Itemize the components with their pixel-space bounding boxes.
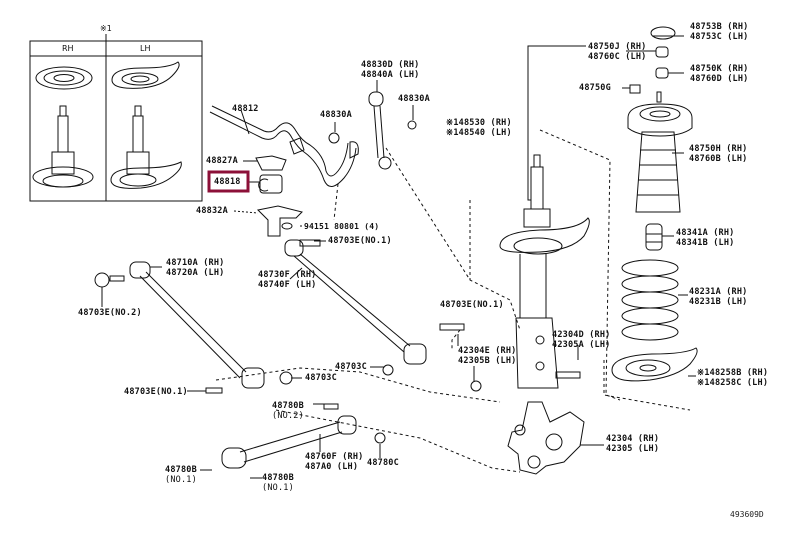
diagram-code: 493609D	[730, 510, 764, 519]
part-label-48753b[interactable]: 48753B (RH) 48753C (LH)	[690, 22, 749, 42]
inset-table	[29, 34, 203, 202]
inset-column-lh: LH	[140, 44, 151, 53]
part-label-48710a[interactable]: 48710A (RH) 48720A (LH)	[166, 258, 225, 278]
label-line: 48231A (RH)	[689, 287, 748, 297]
label-line: 42305B (LH)	[458, 356, 517, 366]
part-label-48231a[interactable]: 48231A (RH) 48231B (LH)	[689, 287, 748, 307]
part-label-48750k[interactable]: 48750K (RH) 48760D (LH)	[690, 64, 749, 84]
label-line: 48780B	[262, 473, 294, 483]
upper-mount-stack	[627, 26, 693, 251]
part-label-48760f[interactable]: 48760F (RH) 487A0 (LH)	[305, 452, 364, 472]
leader-lines	[101, 35, 696, 479]
part-label-48750g[interactable]: 48750G	[579, 83, 611, 93]
highlight-frame-48818	[207, 170, 250, 193]
steering-knuckle	[507, 401, 585, 475]
label-line: ※148258C (LH)	[697, 378, 769, 388]
label-line: (NO.1)	[262, 483, 294, 493]
label-line: 48341B (LH)	[676, 238, 735, 248]
label-line: 48840A (LH)	[361, 70, 420, 80]
label-line: 48720A (LH)	[166, 268, 225, 278]
label-line: (NO.2)	[272, 411, 304, 421]
label-line: 48760B (LH)	[689, 154, 748, 164]
label-line: ※148258B (RH)	[697, 368, 769, 378]
part-label-48703e-no2[interactable]: 48703E(NO.2)	[78, 308, 142, 318]
part-label-48703c-a[interactable]: 48703C	[335, 362, 367, 372]
part-label-48830d[interactable]: 48830D (RH) 48840A (LH)	[361, 60, 420, 80]
label-line: 48750K (RH)	[690, 64, 749, 74]
label-line: 48231B (LH)	[689, 297, 748, 307]
label-line: 48740F (LH)	[258, 280, 317, 290]
part-label-48780c[interactable]: 48780C	[367, 458, 399, 468]
label-line: 42305 (LH)	[606, 444, 660, 454]
label-line: 48750H (RH)	[689, 144, 748, 154]
stabilizer-bar	[209, 91, 417, 237]
part-label-42304d[interactable]: 42304D (RH) 42305A (LH)	[552, 330, 611, 350]
label-line: 42305A (LH)	[552, 340, 611, 350]
label-line: 48341A (RH)	[676, 228, 735, 238]
part-label-48812[interactable]: 48812	[232, 104, 259, 114]
label-line: 48830D (RH)	[361, 60, 420, 70]
dashed-group-outlines	[215, 129, 691, 473]
strut-assembly	[439, 154, 590, 392]
label-line: 48760C (LH)	[588, 52, 647, 62]
coil-spring	[621, 259, 679, 341]
toe-adjust-rod	[284, 239, 427, 365]
label-line: 48780B	[165, 465, 197, 475]
part-label-48832a[interactable]: 48832A	[196, 206, 228, 216]
part-label-48780b-no1-b[interactable]: 48780B (NO.1)	[262, 473, 294, 493]
label-line: 48750J (RH)	[588, 42, 647, 52]
part-label-48830a-left[interactable]: 48830A	[320, 110, 352, 120]
part-label-42304e[interactable]: 42304E (RH) 42305B (LH)	[458, 346, 517, 366]
lateral-arm	[94, 261, 265, 389]
label-line: 42304D (RH)	[552, 330, 611, 340]
part-label-48830a-right[interactable]: 48830A	[398, 94, 430, 104]
part-label-94151[interactable]: 94151 80801 (4)	[304, 222, 380, 231]
part-label-48827a[interactable]: 48827A	[206, 156, 238, 166]
label-line: 48760F (RH)	[305, 452, 364, 462]
label-line: 487A0 (LH)	[305, 462, 359, 472]
label-line: 42304 (RH)	[606, 434, 660, 444]
label-line: 42304E (RH)	[458, 346, 517, 356]
part-label-48703e-no1-top[interactable]: 48703E(NO.1)	[328, 236, 392, 246]
part-label-42304[interactable]: 42304 (RH) 42305 (LH)	[606, 434, 659, 454]
part-label-48780b-no1-a[interactable]: 48780B (NO.1)	[165, 465, 197, 485]
part-label-48750h[interactable]: 48750H (RH) 48760B (LH)	[689, 144, 748, 164]
part-label-48703c-b[interactable]: 48703C	[305, 373, 337, 383]
trailing-arm	[205, 364, 394, 469]
label-line: 48730F (RH)	[258, 270, 317, 280]
part-label-48730f[interactable]: 48730F (RH) 48740F (LH)	[258, 270, 317, 290]
part-label-48780b-no2[interactable]: 48780B (NO.2)	[272, 401, 304, 421]
label-line: 48780B	[272, 401, 304, 411]
part-label-48341a[interactable]: 48341A (RH) 48341B (LH)	[676, 228, 735, 248]
part-label-48818-highlighted[interactable]: 48818	[214, 177, 241, 187]
label-line: 48760D (LH)	[690, 74, 749, 84]
part-label-48703e-no1-left[interactable]: 48703E(NO.1)	[124, 387, 188, 397]
label-line: ※148530 (RH)	[446, 118, 512, 128]
label-line: ※148540 (LH)	[446, 128, 512, 138]
part-label-48258b[interactable]: ※148258B (RH) ※148258C (LH)	[697, 368, 768, 388]
label-line: 48710A (RH)	[166, 258, 225, 268]
part-label-48703e-no1-mid[interactable]: 48703E(NO.1)	[440, 300, 504, 310]
part-label-48750j[interactable]: 48750J (RH) 48760C (LH)	[588, 42, 647, 62]
inset-column-rh: RH	[62, 44, 74, 53]
lower-spring-seat	[611, 347, 698, 382]
label-line: 48753B (RH)	[690, 22, 749, 32]
part-label-48530[interactable]: ※148530 (RH) ※148540 (LH)	[446, 118, 512, 138]
inset-note-mark: ※1	[100, 24, 112, 33]
label-line: (NO.1)	[165, 475, 197, 485]
label-line: 48753C (LH)	[690, 32, 749, 42]
